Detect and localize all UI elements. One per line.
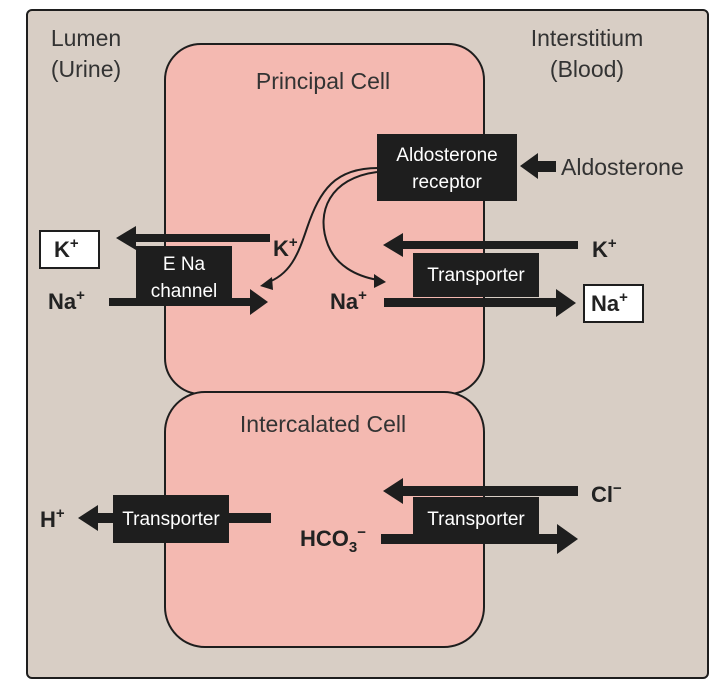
lumen-sublabel: (Urine) (51, 56, 121, 82)
na-inner-label: Na+ (330, 287, 367, 314)
k-blood-label: K+ (592, 235, 617, 262)
receptor-label-line2: receptor (412, 172, 482, 193)
k-lumen-box (39, 230, 100, 269)
aldosterone-label: Aldosterone (561, 154, 684, 180)
effect-arrowhead-transporter (374, 274, 386, 288)
k-in-arrow (383, 233, 578, 257)
enac-label-line1: E Na (163, 254, 206, 275)
principal-transporter-label: Transporter (427, 265, 525, 286)
left-transporter-label: Transporter (122, 509, 220, 530)
cl-in-arrow (383, 478, 578, 504)
intercalated-transporter-left: Transporter (78, 495, 271, 543)
interstitium-sublabel: (Blood) (550, 56, 624, 82)
left-transporter-box (113, 495, 229, 543)
principal-transporter-box (413, 253, 539, 297)
principal-cell (164, 43, 485, 395)
lumen-label: Lumen (51, 25, 121, 51)
k-inner-label: K+ (273, 234, 298, 261)
cl-label: Cl− (591, 480, 622, 507)
aldosterone-receptor-box (377, 134, 517, 201)
effect-arrowhead-enac (260, 277, 273, 290)
intercalated-transporter-right: Transporter (381, 478, 578, 554)
na-out-arrow (384, 289, 576, 317)
effect-curve-to-transporter (322, 171, 379, 281)
principal-transporter: Transporter (383, 233, 578, 317)
hco3-label: HCO3− (300, 524, 366, 556)
receptor-label-line1: Aldosterone (396, 145, 497, 166)
aldosterone-arrow (520, 153, 556, 179)
effect-curve-to-enac (265, 167, 379, 284)
right-transporter-box (413, 497, 539, 540)
k-out-arrow (116, 226, 270, 250)
enac-box (136, 246, 232, 306)
principal-cell-title: Principal Cell (256, 68, 390, 94)
h-label: H+ (40, 505, 65, 532)
na-blood-box (583, 284, 644, 323)
intercalated-cell-title: Intercalated Cell (240, 411, 406, 437)
k-lumen-label: K+ (54, 235, 79, 262)
enac-label-line2: channel (151, 281, 218, 302)
na-blood-label: Na+ (591, 289, 628, 316)
right-transporter-label: Transporter (427, 509, 525, 530)
enac-channel: E Na channel (109, 226, 270, 315)
interstitium-label: Interstitium (531, 25, 643, 51)
na-lumen-label: Na+ (48, 287, 85, 314)
